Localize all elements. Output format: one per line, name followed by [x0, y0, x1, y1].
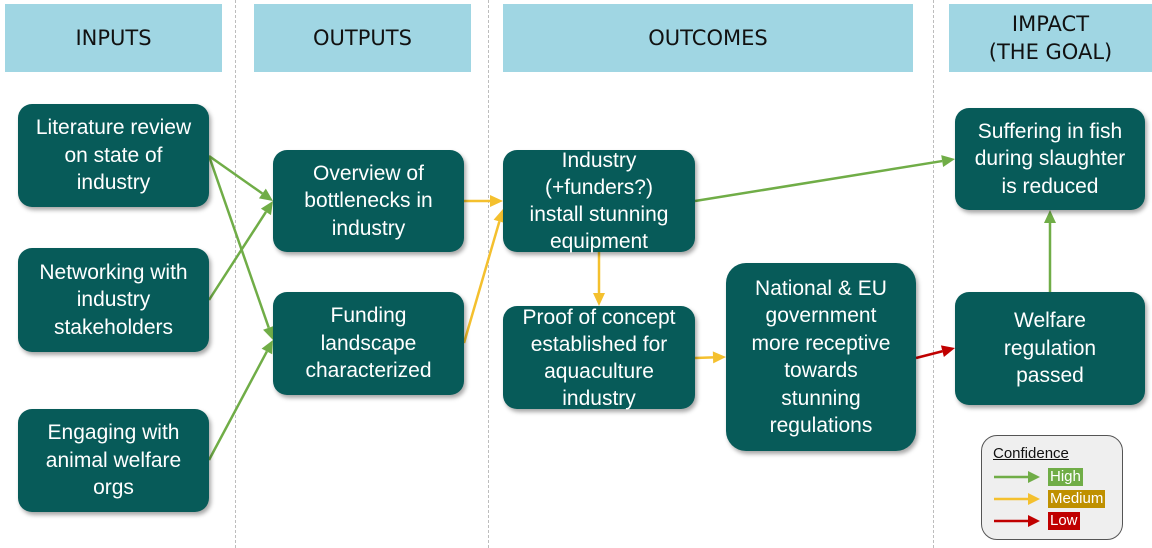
node-proof-of-concept: Proof of concept established for aquacul… [503, 306, 695, 410]
edge-arrow-national-to-welfare [915, 345, 955, 360]
edge-arrow-industry-to-suffering [694, 155, 955, 203]
edge-line [207, 350, 268, 461]
edge-line [207, 155, 270, 329]
edge-line [208, 154, 264, 195]
edge-arrow-welfare-to-suffering [1044, 210, 1056, 292]
edge-arrow-lit-review-to-overview [208, 154, 273, 201]
edge-arrow-engaging-to-funding [207, 340, 273, 461]
arrowhead-icon [490, 195, 503, 207]
edge-line [915, 350, 943, 360]
node-funding-landscape: Funding landscape characterized [273, 292, 464, 395]
node-engaging-welfare-orgs: Engaging with animal welfare orgs [18, 409, 209, 512]
edge-line [462, 221, 501, 344]
edge-arrow-overview-to-industry [464, 195, 503, 207]
column-separator [235, 0, 236, 548]
edge-arrow-industry-to-proof [593, 252, 605, 306]
arrow-right-icon [994, 515, 1040, 527]
header-outcomes: OUTCOMES [503, 4, 913, 72]
arrowhead-icon [940, 345, 955, 358]
header-outputs: OUTPUTS [254, 4, 471, 72]
node-welfare-regulation: Welfare regulation passed [955, 292, 1145, 405]
legend-title: Confidence [993, 445, 1069, 462]
edge-arrow-lit-review-to-funding [207, 155, 275, 340]
arrowhead-icon [712, 351, 726, 364]
edge-line [694, 159, 943, 203]
legend-label-low: Low [1048, 512, 1080, 530]
arrowhead-icon [260, 201, 273, 216]
arrowhead-icon [1044, 210, 1056, 223]
node-literature-review: Literature review on state of industry [18, 104, 209, 207]
arrow-right-icon [994, 471, 1040, 483]
node-government-receptive: National & EU government more receptive … [726, 263, 916, 451]
column-separator [488, 0, 489, 548]
arrowhead-icon [493, 209, 506, 224]
edge-arrow-networking-to-overview [207, 201, 273, 301]
header-inputs: INPUTS [5, 4, 222, 72]
legend-label-medium: Medium [1048, 490, 1106, 508]
edge-arrow-proof-to-national [694, 351, 726, 364]
arrowhead-icon [593, 293, 605, 306]
edge-line [694, 356, 714, 360]
confidence-legend: Confidence High Medium Low [981, 435, 1123, 540]
arrowhead-icon [258, 188, 273, 201]
node-industry-install-stunning: Industry (+funders?) install stunning eq… [503, 149, 695, 253]
node-overview-bottlenecks: Overview of bottlenecks in industry [273, 150, 464, 252]
arrowhead-icon [941, 155, 955, 167]
arrowhead-icon [263, 325, 275, 340]
node-networking: Networking with industry stakeholders [18, 248, 209, 352]
header-impact: IMPACT (THE GOAL) [949, 4, 1152, 72]
column-separator [933, 0, 934, 548]
legend-label-high: High [1048, 468, 1083, 486]
node-suffering-reduced: Suffering in fish during slaughter is re… [955, 108, 1145, 210]
arrowhead-icon [261, 340, 273, 355]
edge-line [207, 211, 267, 301]
arrow-right-icon [994, 493, 1040, 505]
edge-arrow-funding-to-industry [462, 209, 506, 344]
